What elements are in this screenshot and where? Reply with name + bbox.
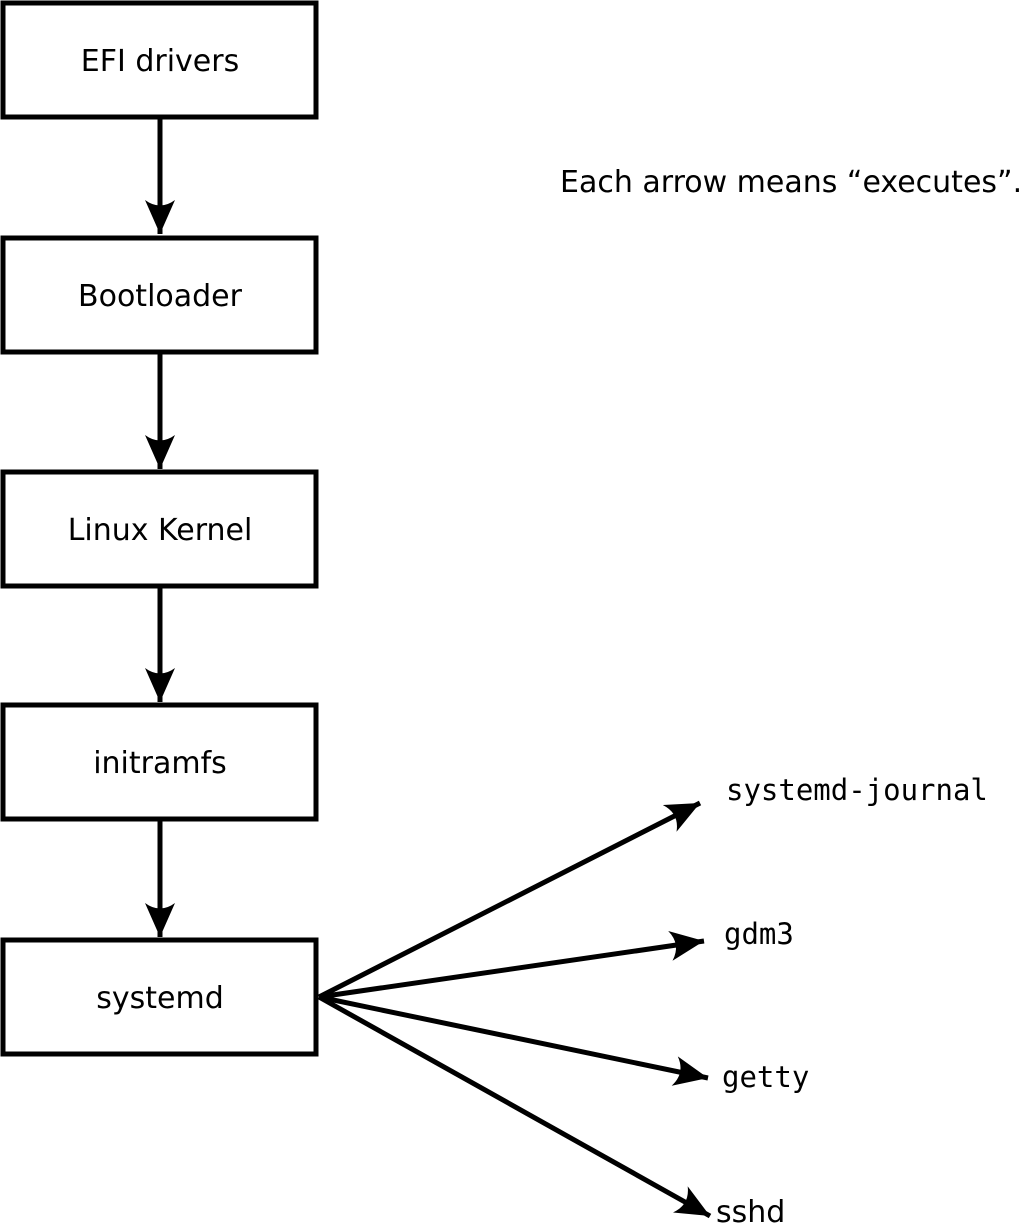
box-label-initramfs: initramfs (93, 746, 227, 781)
arrow-systemd-to-systemd-journal (317, 800, 702, 1000)
arrow-systemd-to-getty (318, 994, 709, 1086)
caption: Each arrow means “executes”. (560, 165, 1022, 200)
arrow-systemd-to-sshd (317, 994, 712, 1219)
box-label-bootloader: Bootloader (78, 279, 243, 314)
box-label-systemd: systemd (96, 981, 224, 1016)
process-label-gdm3: gdm3 (724, 917, 794, 951)
box-linux-kernel (0, 469, 319, 589)
box-label-linux-kernel: Linux Kernel (68, 513, 253, 548)
process-label-systemd-journal: systemd-journal (726, 773, 988, 807)
process-label-getty: getty (722, 1060, 809, 1094)
box-systemd (0, 937, 319, 1057)
box-initramfs (0, 702, 319, 822)
arrow-systemd-to-gdm3 (318, 931, 705, 1000)
box-efi-drivers (0, 0, 319, 120)
box-label-efi-drivers: EFI drivers (81, 44, 239, 79)
process-label-sshd: sshd (716, 1195, 785, 1230)
box-bootloader (0, 235, 319, 355)
